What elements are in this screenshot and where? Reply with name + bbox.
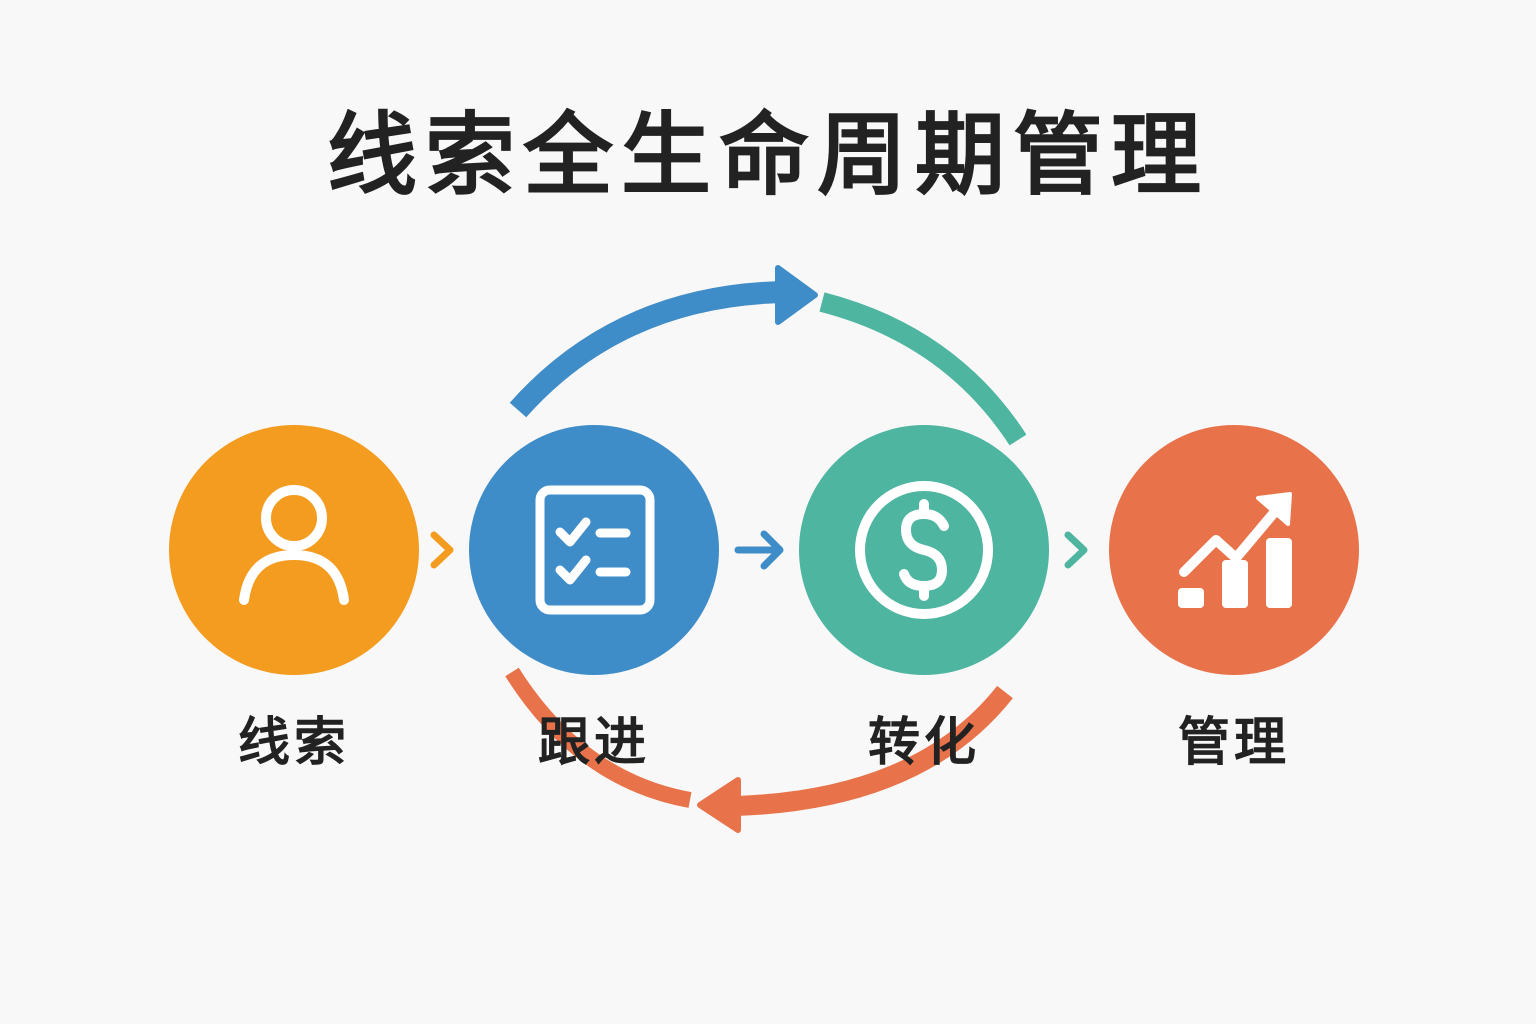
user-icon [239, 485, 349, 605]
chevron-right-icon [430, 531, 454, 569]
dollar-icon [855, 481, 993, 619]
arc-followup-to-conversion [509, 281, 786, 418]
stage-circle-followup[interactable] [469, 425, 719, 675]
page-title: 线索全生命周期管理 [327, 103, 1209, 208]
chevron-right-icon [1064, 531, 1088, 569]
arc-conversion-return [819, 292, 1027, 446]
stage-label-management: 管理 [1177, 713, 1290, 773]
arc-bottom-left [505, 667, 692, 808]
stage-label-leads: 线索 [237, 713, 350, 773]
checklist-icon [535, 485, 655, 615]
growth-chart-icon [1178, 492, 1292, 608]
arc-bottom-right [734, 685, 1013, 816]
arrowhead-top-icon [775, 265, 818, 325]
stage-label-conversion: 转化 [867, 713, 980, 773]
arrow-right-icon [734, 530, 784, 570]
arrowhead-bottom-icon [697, 777, 741, 833]
stage-label-followup: 跟进 [537, 713, 650, 773]
